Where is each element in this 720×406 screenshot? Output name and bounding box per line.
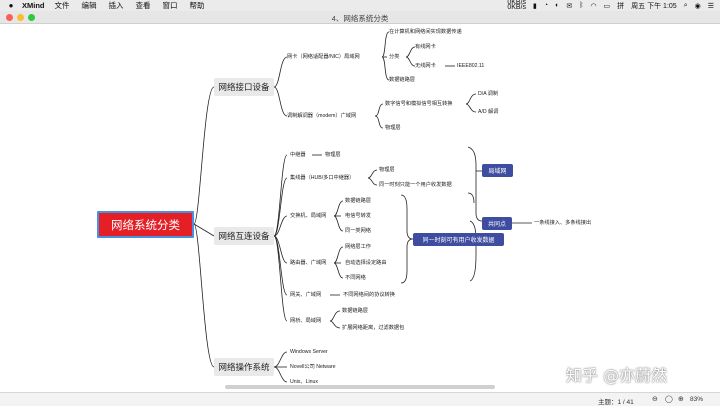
summary-common[interactable]: 共同点 (482, 217, 512, 230)
topic-os-windows[interactable]: Windows Server (290, 349, 328, 355)
topic-bridge-datalink[interactable]: 数据链路层 (342, 308, 368, 314)
mindmap-canvas[interactable]: 网络系统分类 网络接口设备 网卡（网络适配器/NIC）局域网 在计算机和网络间实… (0, 25, 720, 392)
branch-interface-devices[interactable]: 网络接口设备 (214, 78, 274, 96)
topic-repeater[interactable]: 中继器 (290, 152, 306, 158)
topic-switch[interactable]: 交换机、局域网 (290, 213, 327, 219)
window-controls (6, 14, 35, 21)
topic-hub[interactable]: 集线器（HUB/多口中继器） (290, 175, 355, 181)
topic-modem-da[interactable]: D/A 调制 (478, 91, 499, 97)
topic-nic-class[interactable]: 分类 (389, 54, 400, 60)
topic-nic-wireless[interactable]: 无线网卡 (415, 63, 436, 69)
topic-bridge-extend[interactable]: 扩展网络距离，过滤数据包 (342, 325, 405, 331)
watermark: 知乎 @亦蔚然 (566, 366, 668, 385)
network-speed[interactable]: 0KB/s 0KB/s (507, 0, 527, 11)
topic-counter: 主题：1 / 41 (598, 399, 634, 406)
status-bar: 主题：1 / 41 ⊖ ◯ ⊕ 83% (0, 392, 720, 406)
topic-os-unix[interactable]: Unix、Linux (290, 379, 318, 385)
menu-help[interactable]: 帮助 (189, 1, 205, 10)
minimize-button[interactable] (17, 14, 24, 21)
zoom-out-icon[interactable]: ⊖ (652, 396, 658, 403)
topic-repeater-layer[interactable]: 物理层 (325, 152, 341, 158)
topic-gateway[interactable]: 网关、广域网 (290, 292, 322, 298)
topic-common-note[interactable]: 一条线接入、多条线接出 (534, 220, 592, 226)
user-icon[interactable]: ◉ (694, 2, 701, 10)
status-icon[interactable]: ▮ (533, 2, 537, 10)
topic-nic-datalink[interactable]: 数据链路层 (389, 77, 415, 83)
menu-window[interactable]: 窗口 (162, 1, 178, 10)
bluetooth-icon[interactable]: ᛒ (579, 2, 584, 9)
maximize-button[interactable] (28, 14, 35, 21)
topic-hub-note[interactable]: 同一时刻只能一个用户收发数据 (379, 182, 452, 188)
topic-switch-datalink[interactable]: 数据链路层 (345, 198, 371, 204)
window-title: 4、网络系统分类 (331, 14, 389, 23)
net-down: 0KB/s (507, 3, 527, 11)
topic-modem-convert[interactable]: 数字信号和模拟信号相互转换 (385, 101, 453, 107)
branch-interconnect-devices[interactable]: 网络互连设备 (214, 227, 274, 245)
branch-network-os[interactable]: 网络操作系统 (214, 358, 274, 376)
battery-icon[interactable]: ▭ (603, 2, 611, 10)
wifi-icon[interactable]: ◠ (590, 2, 597, 10)
close-button[interactable] (6, 14, 13, 21)
horizontal-scrollbar[interactable] (225, 385, 495, 389)
topic-modem[interactable]: 调制解调器（modem）广域网 (287, 113, 357, 119)
status-icon[interactable]: ◔ (543, 2, 549, 9)
menu-bar: ● XMind 文件 编辑 插入 查看 窗口 帮助 0KB/s 0KB/s ▮ … (0, 0, 720, 11)
connector-lines (193, 31, 532, 383)
root-topic[interactable]: 网络系统分类 (97, 211, 194, 238)
status-icon[interactable]: ✉ (566, 2, 573, 10)
topic-nic-wired[interactable]: 有线网卡 (415, 44, 436, 50)
topic-modem-ad[interactable]: A/D 解调 (478, 109, 499, 115)
input-method-icon[interactable]: 拼 (617, 2, 625, 10)
window-title-bar: 4、网络系统分类 (0, 11, 720, 24)
topic-router-auto[interactable]: 自动选择设定路由 (345, 260, 387, 266)
zoom-level[interactable]: 83% (690, 396, 704, 403)
topic-nic-standard[interactable]: IEEE802.11 (457, 63, 485, 69)
zoom-in-icon[interactable]: ⊕ (678, 396, 684, 403)
topic-switch-forward[interactable]: 电信号转发 (345, 213, 371, 219)
menu-file[interactable]: 文件 (54, 1, 70, 10)
topic-router[interactable]: 路由器、广域网 (290, 260, 327, 266)
menu-edit[interactable]: 编辑 (81, 1, 97, 10)
summary-lan[interactable]: 局域网 (482, 164, 513, 177)
topic-modem-physical[interactable]: 物理层 (385, 125, 401, 131)
menu-app-name[interactable]: XMind (22, 1, 45, 10)
menu-insert[interactable]: 插入 (108, 1, 124, 10)
topic-hub-layer[interactable]: 物理层 (379, 167, 395, 173)
search-icon[interactable]: ⌕ (683, 1, 688, 9)
topic-nic[interactable]: 网卡（网络适配器/NIC）局域网 (287, 54, 360, 60)
topic-router-diff-net[interactable]: 不同网络 (345, 275, 366, 281)
status-icon[interactable]: ◐ (555, 2, 560, 9)
topic-gateway-note[interactable]: 不同网络间的协议转换 (343, 292, 395, 298)
apple-icon[interactable]: ● (8, 1, 14, 10)
topic-bridge[interactable]: 网桥、局域网 (290, 318, 322, 324)
clock[interactable]: 周五 下午 1:05 (631, 2, 677, 10)
menu-icon[interactable]: ☰ (707, 2, 714, 10)
menu-view[interactable]: 查看 (135, 1, 151, 10)
topic-os-netware[interactable]: Novell公司 Netware (290, 364, 336, 370)
topic-switch-same-net[interactable]: 同一类网络 (345, 228, 371, 234)
summary-multi-user[interactable]: 同一时刻可有用户收发数据 (413, 233, 504, 246)
topic-nic-transfer[interactable]: 在计算机和网络间实现数据传递 (389, 29, 462, 35)
topic-router-network[interactable]: 网络层工作 (345, 244, 371, 250)
net-up: 0KB/s (507, 0, 527, 6)
zoom-reset-icon[interactable]: ◯ (665, 396, 673, 403)
